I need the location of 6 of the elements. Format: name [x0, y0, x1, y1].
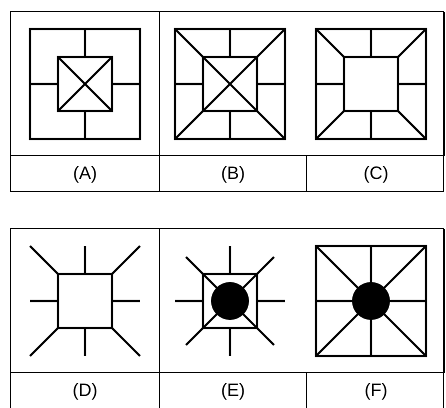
option-label: (C)	[364, 163, 388, 184]
option-label: (E)	[221, 380, 245, 401]
option-label: (F)	[364, 380, 388, 401]
option-label: (B)	[221, 163, 245, 184]
option-label: (D)	[72, 380, 98, 401]
option-label: (A)	[73, 163, 97, 184]
